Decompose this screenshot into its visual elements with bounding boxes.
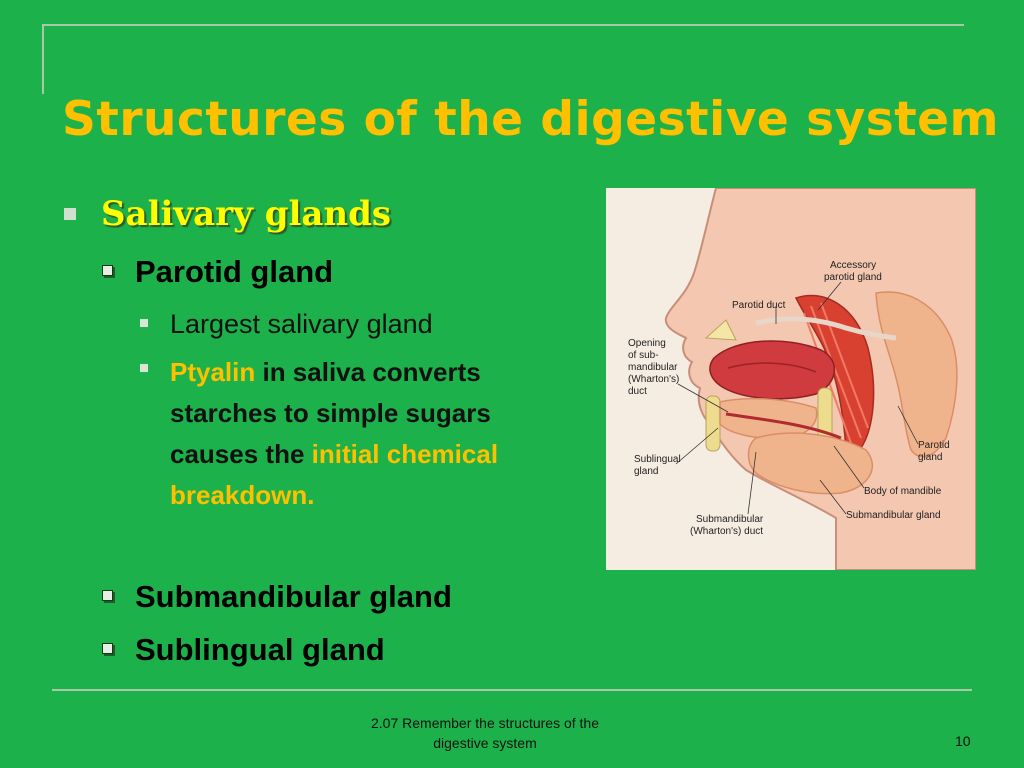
parotid-gland-shape (875, 291, 958, 458)
label-accessory-line2: parotid gland (824, 272, 882, 283)
ptyalin-text: Ptyalin in saliva converts starches to s… (170, 352, 580, 516)
salivary-glands-heading: Salivary glands (101, 194, 392, 234)
initial-breakdown-highlight: initial chemical breakdown. (170, 439, 499, 510)
hollow-square-bullet-icon (102, 643, 113, 654)
bullet-largest: Largest salivary gland (140, 307, 433, 341)
label-submandibular-gland: Submandibular gland (846, 510, 941, 521)
label-parotid-gland-1: Parotid (918, 440, 950, 451)
page-number: 10 (955, 733, 971, 749)
parotid-gland-label: Parotid gland (135, 254, 334, 289)
bullet-sublingual: Sublingual gland (102, 631, 385, 669)
frame-bottom-line (52, 689, 972, 691)
label-body-mandible: Body of mandible (864, 486, 942, 497)
ptyalin-highlight: Ptyalin (170, 357, 256, 387)
label-opening-3: mandibular (628, 362, 678, 373)
jaw-bone-front (705, 395, 721, 452)
label-accessory-line1: Accessory (830, 260, 876, 271)
label-opening-5: duct (628, 386, 647, 397)
frame-top-line (42, 24, 964, 26)
footer-caption: 2.07 Remember the structures of the dige… (320, 713, 650, 753)
bullet-parotid-gland: Parotid gland (102, 253, 333, 291)
teeth-shape (704, 319, 737, 341)
leader-lines (675, 281, 919, 515)
submandibular-gland-shape (747, 432, 873, 495)
salivary-glands-diagram: Accessory parotid gland Parotid duct Ope… (606, 188, 976, 570)
hollow-square-bullet-icon (102, 265, 113, 276)
submandibular-duct-shape (725, 412, 842, 440)
bullet-ptyalin: Ptyalin in saliva converts starches to s… (140, 352, 580, 516)
sublingual-gland-label: Sublingual gland (135, 632, 385, 667)
bullet-submandibular: Submandibular gland (102, 578, 452, 616)
label-sublingual-2: gland (634, 466, 658, 477)
tongue-groove (727, 362, 817, 373)
submandibular-gland-label: Submandibular gland (135, 579, 452, 614)
bullet-salivary-glands: Salivary glands (64, 194, 391, 234)
label-parotid-duct: Parotid duct (732, 300, 786, 311)
sublingual-gland-shape (719, 397, 818, 440)
label-sublingual-1: Sublingual (634, 454, 681, 465)
small-square-bullet-icon (140, 319, 148, 327)
largest-gland-text: Largest salivary gland (170, 309, 433, 339)
footer-line-2: digestive system (433, 735, 537, 751)
parotid-duct-shape (755, 316, 897, 341)
label-opening-4: (Wharton's) (628, 374, 679, 385)
hollow-square-bullet-icon (102, 590, 113, 601)
label-opening-2: of sub- (628, 350, 659, 361)
slide-title: Structures of the digestive system (62, 92, 1000, 147)
square-bullet-icon (64, 208, 76, 220)
label-opening-1: Opening (628, 338, 666, 349)
label-submandibular-duct-2: (Wharton's) duct (690, 526, 763, 537)
label-submandibular-duct-1: Submandibular (696, 514, 764, 525)
label-parotid-gland-2: gland (918, 452, 942, 463)
footer-line-1: 2.07 Remember the structures of the (371, 715, 599, 731)
small-square-bullet-icon (140, 364, 148, 372)
anatomy-illustration: Accessory parotid gland Parotid duct Ope… (628, 188, 976, 570)
tongue-shape (709, 340, 836, 400)
ptyalin-body: in saliva converts starches to simple su… (170, 357, 491, 469)
frame-left-line (42, 24, 44, 94)
